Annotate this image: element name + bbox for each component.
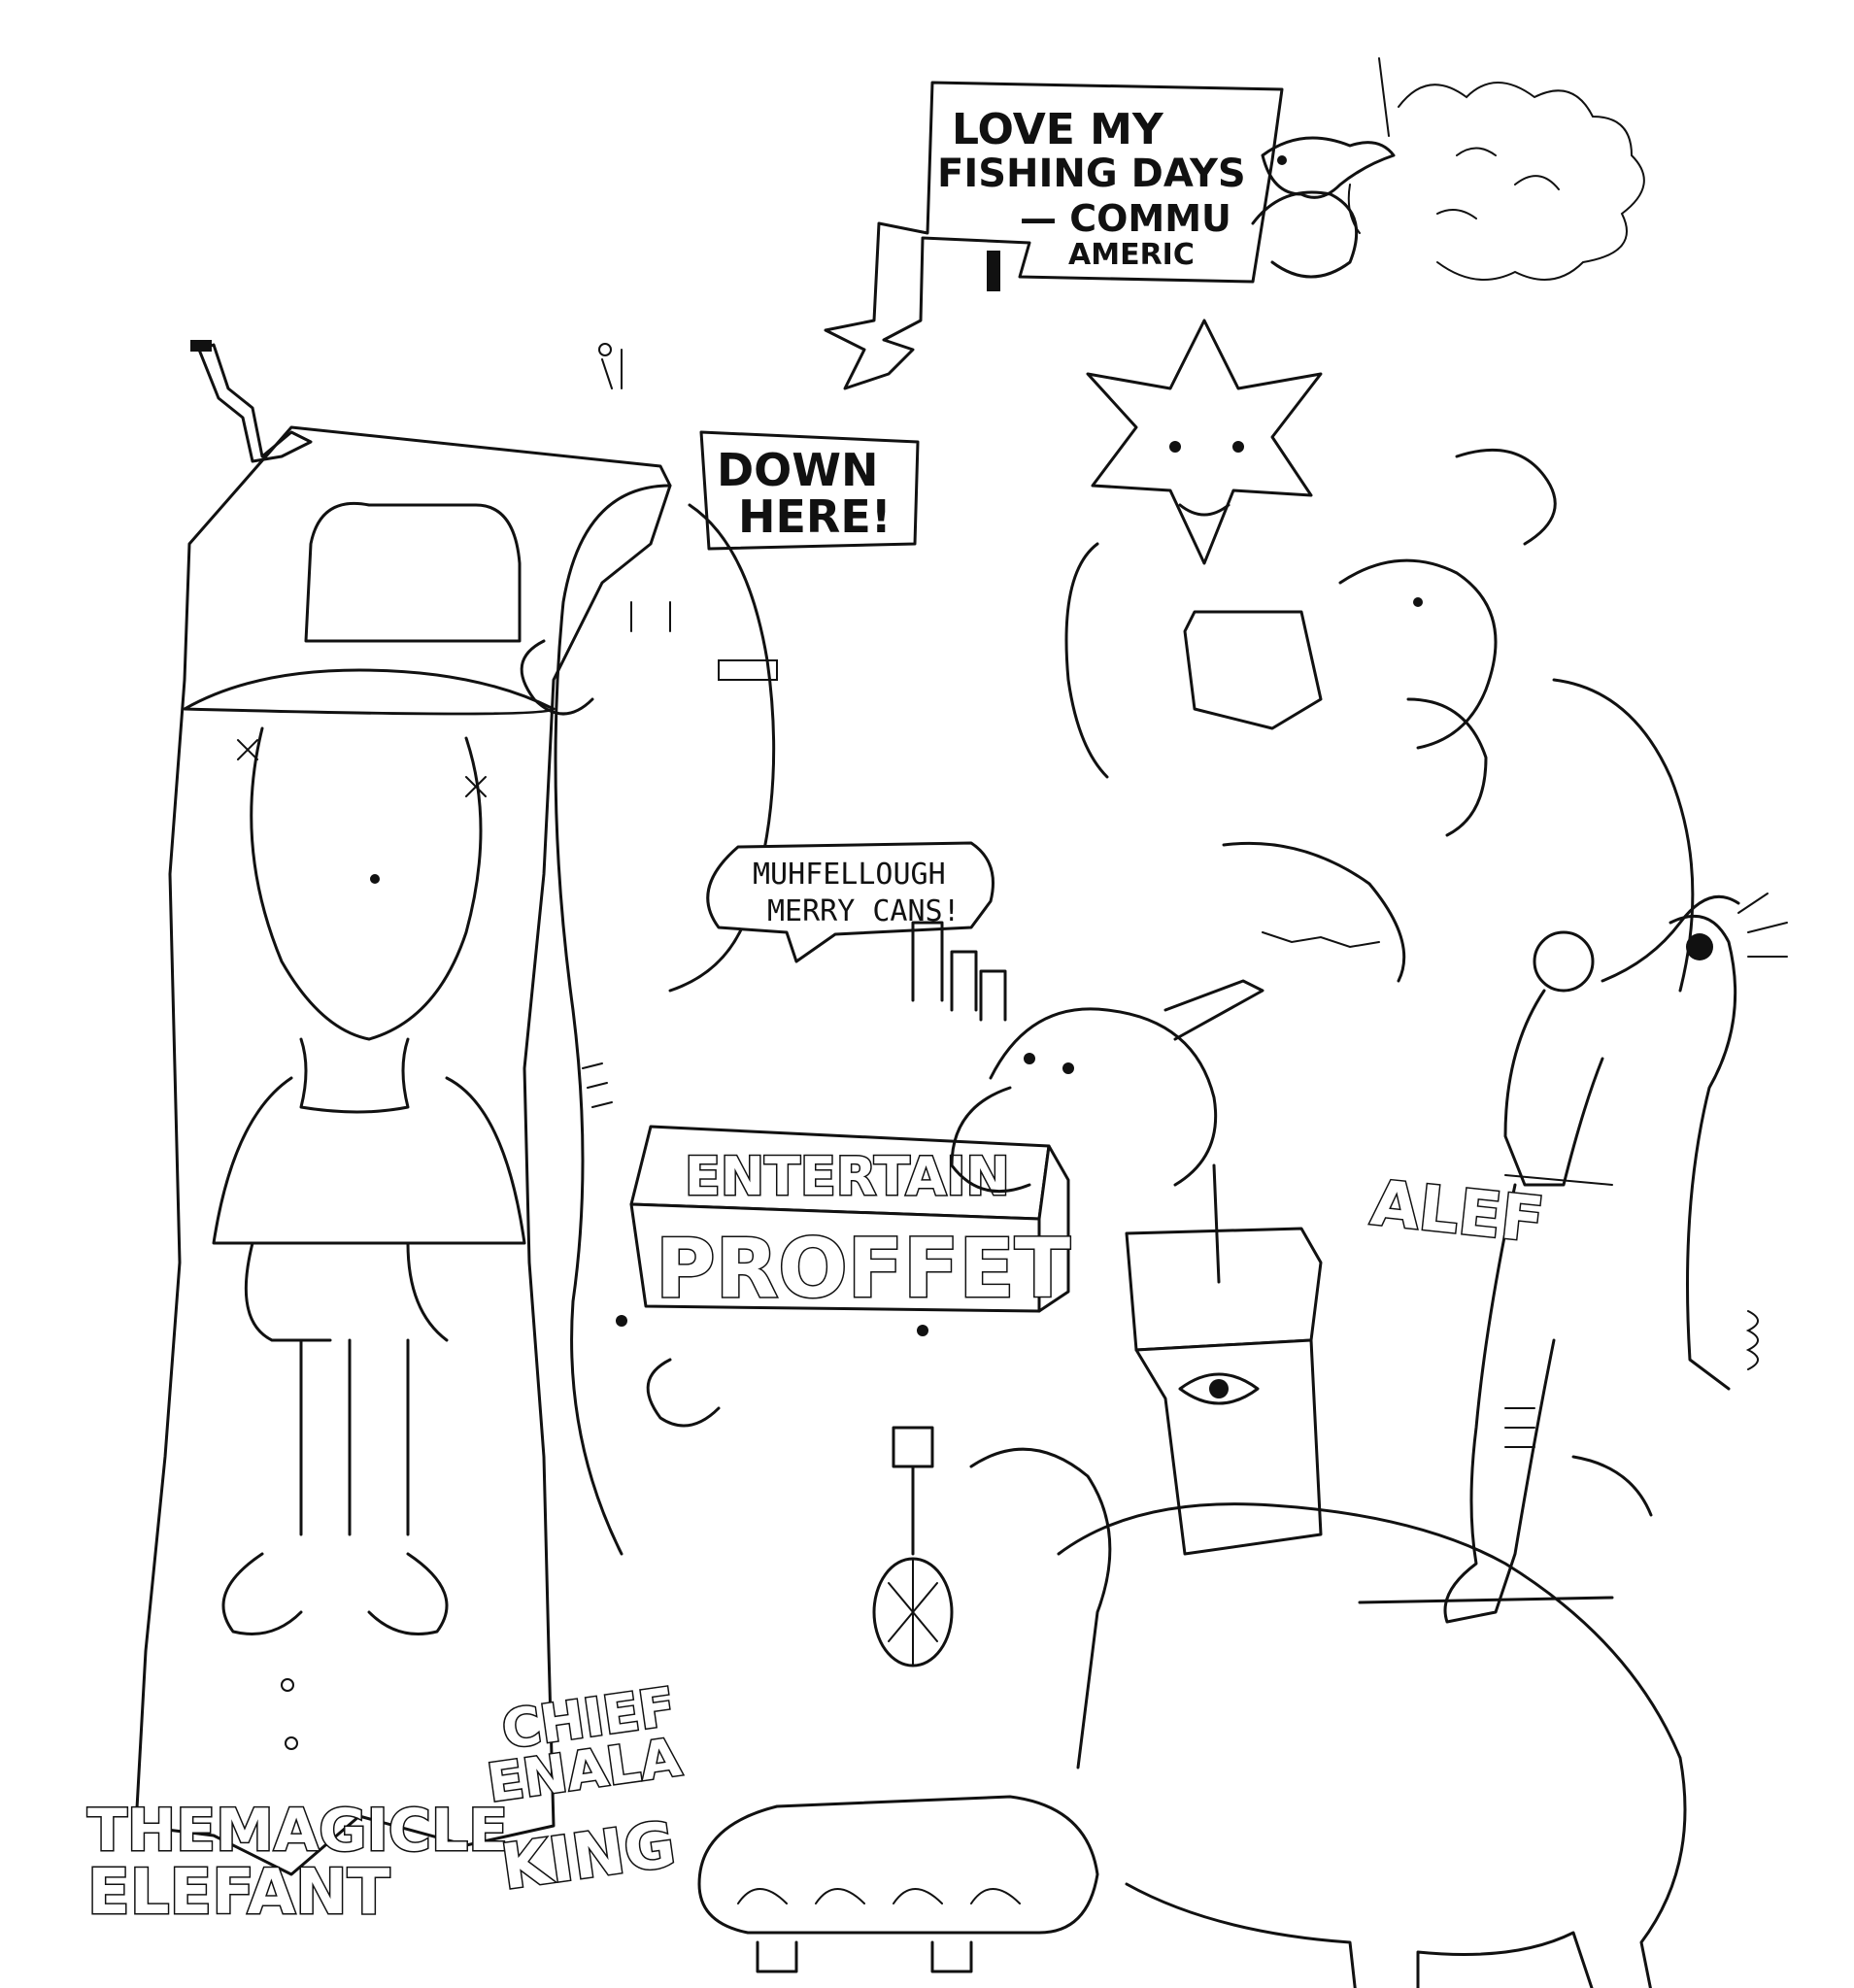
title-line-2: ELEFANT — [87, 1857, 390, 1929]
banner-sign: LOVE MY FISHING DAYS — COMMU AMERIC — [824, 81, 1284, 390]
spire-doodle — [190, 340, 313, 463]
dancing-man-figure — [1443, 894, 1740, 1624]
title-block: THEMAGICLE ELEFANT — [86, 1796, 510, 1931]
banner-line-2: FISHING DAYS — [937, 152, 1246, 196]
right-elephants — [1064, 448, 1695, 993]
speech-line-1: MUHFELLOUGH — [753, 858, 946, 892]
down-here-line-2: HERE! — [738, 490, 892, 543]
title-line-1: THEMAGICLE — [87, 1797, 508, 1865]
cloud-doodle — [1398, 82, 1645, 281]
hat-man-figure — [183, 501, 556, 1750]
speech-bubble: MUHFELLOUGH MERRY CANS! — [706, 841, 994, 963]
box-top-text: ENTERTAIN — [685, 1146, 1010, 1207]
turtle-creature — [872, 1426, 954, 1668]
castle-elephant — [911, 921, 1264, 1194]
tall-trunk — [1669, 893, 1788, 1391]
hooded-elephant — [520, 484, 778, 1556]
banner-line-3: — COMMU — [1020, 197, 1231, 240]
box-front-text: PROFFET — [656, 1221, 1070, 1316]
proffet-box: ENTERTAIN PROFFET — [629, 1125, 1072, 1318]
shell-base — [697, 1795, 1099, 1973]
hatching-details — [582, 343, 1759, 1448]
alef-sign: ALEF — [1366, 1166, 1549, 1259]
trunk-elephant-left — [616, 1315, 1112, 1769]
star-head-creature — [1086, 190, 1359, 565]
side-text: ALEF — [1367, 1167, 1547, 1257]
banner-line-1: LOVE MY — [952, 105, 1164, 154]
bird-figure — [1261, 57, 1396, 234]
cube-eye-creature — [1125, 1163, 1323, 1556]
hanging-banner — [134, 425, 672, 1876]
king-title: CHIEF ENALA KING — [483, 1674, 687, 1905]
down-here-line-1: DOWN — [717, 444, 879, 496]
banner-line-4: AMERIC — [1068, 238, 1195, 272]
down-here-sign: DOWN HERE! — [699, 430, 920, 551]
big-elephant-bottom — [1057, 1455, 1687, 1988]
